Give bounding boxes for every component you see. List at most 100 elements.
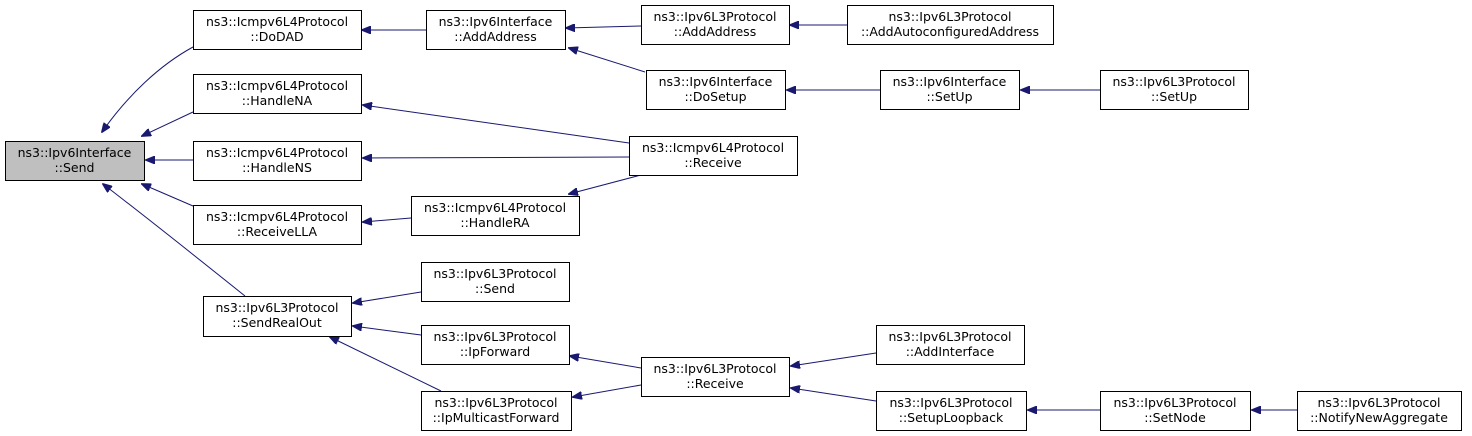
node-label-line1: ns3::Ipv6L3Protocol — [653, 361, 776, 376]
node-label-line1: ns3::Icmpv6L4Protocol — [206, 14, 348, 29]
node-handlens[interactable]: ns3::Icmpv6L4Protocol::HandleNS — [193, 141, 362, 181]
node-label-line1: ns3::Ipv6L3Protocol — [888, 329, 1011, 344]
node-box — [641, 357, 790, 397]
node-label-line2: ::Send — [55, 160, 95, 175]
node-sendrealout[interactable]: ns3::Ipv6L3Protocol::SendRealOut — [203, 296, 352, 337]
node-box — [1297, 391, 1462, 431]
edge-setuploopback-to-l3_receive — [791, 388, 877, 402]
node-label-line2: ::Receive — [686, 376, 744, 391]
edge-dodad-to-root — [102, 46, 194, 132]
nodes-layer: ns3::Ipv6Interface::Sendns3::Icmpv6L4Pro… — [5, 5, 1462, 431]
node-notifynewaggregate[interactable]: ns3::Ipv6L3Protocol::NotifyNewAggregate — [1297, 391, 1462, 431]
edge-l3_receive-to-ipforward — [570, 356, 642, 369]
node-ipforward[interactable]: ns3::Ipv6L3Protocol::IpForward — [421, 325, 570, 365]
node-l3-send[interactable]: ns3::Ipv6L3Protocol::Send — [421, 262, 570, 302]
node-label-line2: ::IpMulticastForward — [433, 410, 560, 425]
node-label-line2: ::SetNode — [1144, 410, 1206, 425]
node-box — [876, 325, 1025, 365]
node-label-line2: ::IpForward — [460, 344, 530, 359]
node-setuploopback[interactable]: ns3::Ipv6L3Protocol::SetupLoopback — [876, 391, 1027, 431]
node-label-line2: ::AddInterface — [906, 344, 995, 359]
edge-ipmulticastforward-to-sendrealout — [330, 337, 442, 392]
node-l3-setup[interactable]: ns3::Ipv6L3Protocol::SetUp — [1100, 70, 1249, 110]
edge-addinterface-to-l3_receive — [791, 352, 877, 366]
node-iface-setup[interactable]: ns3::Ipv6Interface::SetUp — [880, 70, 1020, 110]
node-ipmulticastforward[interactable]: ns3::Ipv6L3Protocol::IpMulticastForward — [421, 391, 572, 431]
edge-icmp_receive-to-handlens — [363, 157, 630, 158]
node-addinterface[interactable]: ns3::Ipv6L3Protocol::AddInterface — [876, 325, 1025, 365]
node-l3-addaddress[interactable]: ns3::Ipv6L3Protocol::AddAddress — [641, 5, 790, 45]
node-label-line1: ns3::Ipv6L3Protocol — [1113, 395, 1236, 410]
node-iface-addaddress[interactable]: ns3::Ipv6Interface::AddAddress — [426, 10, 566, 50]
node-label-line2: ::AddAddress — [454, 29, 536, 44]
node-label-line1: ns3::Ipv6L3Protocol — [653, 9, 776, 24]
node-label-line2: ::DoDAD — [250, 29, 303, 44]
node-label-line2: ::HandleNA — [242, 93, 313, 108]
node-box — [193, 205, 362, 245]
node-box — [203, 296, 352, 337]
node-addautoconf[interactable]: ns3::Ipv6L3Protocol::AddAutoconfiguredAd… — [847, 5, 1054, 45]
node-box — [646, 70, 786, 110]
edge-handlena-to-root — [142, 111, 194, 136]
node-label-line1: ns3::Ipv6L3Protocol — [433, 329, 556, 344]
node-label-line1: ns3::Ipv6Interface — [18, 145, 132, 160]
node-box — [1100, 391, 1251, 431]
node-label-line1: ns3::Ipv6L3Protocol — [434, 395, 557, 410]
node-box — [426, 10, 566, 50]
node-receivella[interactable]: ns3::Icmpv6L4Protocol::ReceiveLLA — [193, 205, 362, 245]
node-label-line2: ::Send — [475, 281, 515, 296]
node-handlena[interactable]: ns3::Icmpv6L4Protocol::HandleNA — [193, 74, 362, 114]
node-label-line1: ns3::Icmpv6L4Protocol — [424, 200, 566, 215]
edge-icmp_receive-to-handlena — [363, 105, 630, 144]
node-label-line2: ::SetupLoopback — [899, 410, 1004, 425]
node-dosetup[interactable]: ns3::Ipv6Interface::DoSetup — [646, 70, 786, 110]
edge-l3_addaddress-to-iface_addaddress — [566, 26, 642, 28]
node-label-line1: ns3::Ipv6L3Protocol — [1317, 395, 1440, 410]
node-label-line2: ::HandleRA — [460, 215, 530, 230]
node-box — [193, 10, 362, 50]
node-label-line1: ns3::Ipv6Interface — [659, 74, 773, 89]
node-label-line2: ::Receive — [684, 155, 742, 170]
node-label-line1: ns3::Icmpv6L4Protocol — [206, 145, 348, 160]
node-box — [193, 74, 362, 114]
node-handlera[interactable]: ns3::Icmpv6L4Protocol::HandleRA — [411, 196, 580, 236]
node-label-line2: ::SetUp — [926, 89, 972, 104]
node-label-line1: ns3::Ipv6Interface — [439, 14, 553, 29]
node-box — [411, 196, 580, 236]
node-box — [641, 5, 790, 45]
node-dodad[interactable]: ns3::Icmpv6L4Protocol::DoDAD — [193, 10, 362, 50]
node-label-line2: ::HandleNS — [242, 160, 312, 175]
node-label-line1: ns3::Icmpv6L4Protocol — [206, 209, 348, 224]
edge-dosetup-to-iface_addaddress — [569, 48, 646, 73]
edge-handlera-to-receivella — [363, 218, 412, 222]
node-setnode[interactable]: ns3::Ipv6L3Protocol::SetNode — [1100, 391, 1251, 431]
node-label-line1: ns3::Ipv6Interface — [893, 74, 1007, 89]
edge-ipforward-to-sendrealout — [353, 326, 422, 336]
node-label-line1: ns3::Ipv6L3Protocol — [433, 266, 556, 281]
node-l3-receive[interactable]: ns3::Ipv6L3Protocol::Receive — [641, 357, 790, 397]
node-box — [421, 262, 570, 302]
edge-l3_receive-to-ipmulticastforward — [573, 384, 642, 397]
node-root[interactable]: ns3::Ipv6Interface::Send — [5, 141, 145, 181]
node-label-line1: ns3::Icmpv6L4Protocol — [642, 140, 784, 155]
node-box — [876, 391, 1027, 431]
edge-receivella-to-root — [142, 184, 194, 207]
node-label-line2: ::SetUp — [1151, 89, 1197, 104]
edge-l3_send-to-sendrealout — [353, 291, 422, 303]
node-icmp-receive[interactable]: ns3::Icmpv6L4Protocol::Receive — [629, 136, 798, 176]
node-label-line2: ::ReceiveLLA — [237, 224, 318, 239]
node-label-line1: ns3::Ipv6L3Protocol — [1112, 74, 1235, 89]
node-label-line1: ns3::Ipv6L3Protocol — [888, 9, 1011, 24]
node-label-line2: ::AddAddress — [674, 24, 756, 39]
edge-sendrealout-to-root — [103, 184, 246, 297]
node-box — [880, 70, 1020, 110]
node-label-line1: ns3::Icmpv6L4Protocol — [206, 78, 348, 93]
node-label-line2: ::AddAutoconfiguredAddress — [861, 24, 1039, 39]
node-label-line2: ::DoSetup — [684, 89, 746, 104]
edge-icmp_receive-to-handlera — [569, 174, 642, 194]
node-box — [5, 141, 145, 181]
node-label-line1: ns3::Ipv6L3Protocol — [215, 300, 338, 315]
node-box — [193, 141, 362, 181]
node-box — [421, 325, 570, 365]
